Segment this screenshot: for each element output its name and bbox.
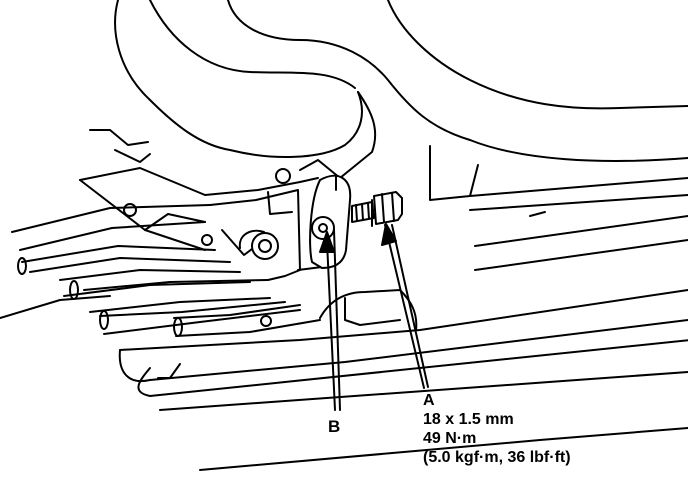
callout-a: A 18 x 1.5 mm 49 N·m (5.0 kgf·m, 36 lbf·… bbox=[423, 391, 571, 467]
arrowhead-a bbox=[381, 223, 397, 246]
bolt-a bbox=[351, 191, 403, 227]
label-b: B bbox=[328, 417, 341, 436]
arrowhead-b bbox=[319, 231, 335, 253]
mount-block bbox=[209, 159, 346, 327]
crossmember bbox=[118, 211, 688, 471]
torque-alt-units: (5.0 kgf·m, 36 lbf·ft) bbox=[423, 449, 571, 466]
bracket-arm bbox=[309, 174, 352, 269]
tube-bundle bbox=[0, 204, 321, 337]
torque-nm: 49 N·m bbox=[423, 430, 477, 447]
leader-lines bbox=[326, 224, 429, 411]
bolt-size: 18 x 1.5 mm bbox=[423, 411, 514, 428]
transmission-housing bbox=[114, 0, 688, 211]
label-a: A bbox=[423, 392, 435, 409]
